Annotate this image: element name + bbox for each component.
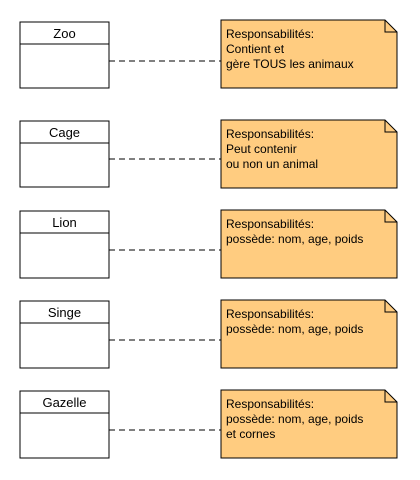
row-singe: Singe Responsabilités: possède: nom, age… xyxy=(19,299,398,369)
note-line: et cornes xyxy=(226,427,275,441)
note-line: possède: nom, age, poids xyxy=(226,322,363,336)
class-name-zoo: Zoo xyxy=(53,26,75,41)
class-name-cage: Cage xyxy=(49,125,80,140)
note-line: Peut contenir xyxy=(226,142,297,156)
note-line: gère TOUS les animaux xyxy=(226,57,354,71)
note-gazelle[interactable] xyxy=(220,389,398,459)
row-cage: Cage Responsabilités: Peut contenir ou n… xyxy=(19,119,398,189)
class-box-zoo[interactable] xyxy=(19,21,110,89)
row-zoo: Zoo Responsabilités: Contient et gère TO… xyxy=(19,19,398,89)
class-name-lion: Lion xyxy=(52,215,77,230)
note-line: ou non un animal xyxy=(226,157,318,171)
note-zoo[interactable] xyxy=(220,19,398,89)
note-fold xyxy=(384,210,397,223)
row-lion: Lion Responsabilités: possède: nom, age,… xyxy=(19,209,398,279)
class-box-gazelle[interactable] xyxy=(19,390,110,459)
note-fold xyxy=(384,300,397,313)
note-line: Responsabilités: xyxy=(226,307,314,321)
class-box-cage[interactable] xyxy=(19,120,110,188)
note-line: possède: nom, age, poids xyxy=(226,412,363,426)
class-name-singe: Singe xyxy=(48,305,81,320)
note-line: Responsabilités: xyxy=(226,217,314,231)
note-fold xyxy=(384,390,397,403)
note-line: possède: nom, age, poids xyxy=(226,232,363,246)
class-box-singe[interactable] xyxy=(19,300,110,369)
note-line: Responsabilités: xyxy=(226,127,314,141)
note-fold xyxy=(384,120,397,133)
note-line: Responsabilités: xyxy=(226,27,314,41)
note-singe[interactable] xyxy=(220,299,398,369)
note-lion[interactable] xyxy=(220,209,398,279)
class-name-gazelle: Gazelle xyxy=(42,395,86,410)
row-gazelle: Gazelle Responsabilités: possède: nom, a… xyxy=(19,389,398,459)
class-box-lion[interactable] xyxy=(19,210,110,279)
note-line: Contient et xyxy=(226,42,285,56)
note-line: Responsabilités: xyxy=(226,397,314,411)
note-fold xyxy=(384,20,397,33)
note-cage[interactable] xyxy=(220,119,398,189)
